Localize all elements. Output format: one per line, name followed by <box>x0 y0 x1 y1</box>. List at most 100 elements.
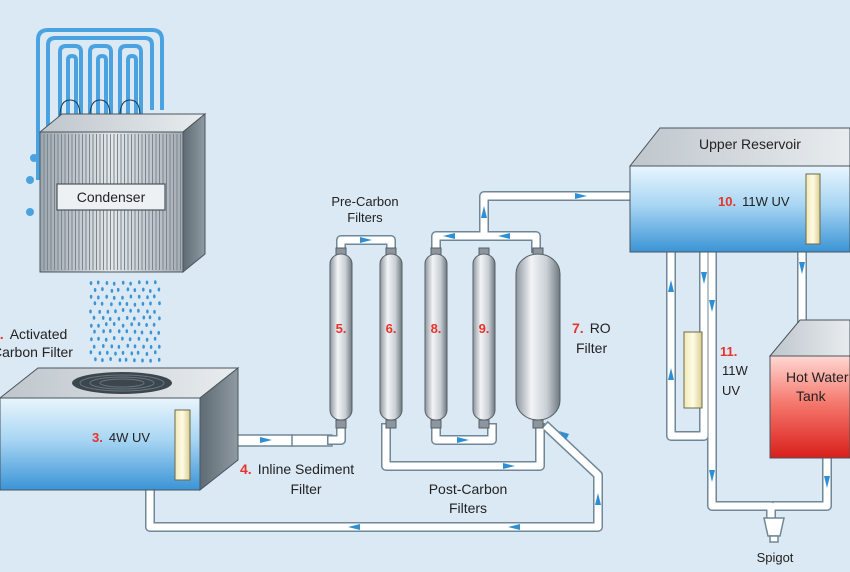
water-drop <box>153 309 156 314</box>
condenser-label: Condenser <box>77 189 146 205</box>
svg-text:Filters: Filters <box>347 210 383 225</box>
water-drop <box>90 337 93 342</box>
activated-carbon-number: 2. <box>0 326 4 342</box>
water-drop <box>114 351 117 356</box>
svg-text:2.Activated: 2.Activated <box>0 326 67 342</box>
water-drop <box>149 345 153 349</box>
flow-arrow <box>498 233 510 239</box>
water-drop <box>90 323 93 328</box>
filter-number: 8. <box>431 321 442 336</box>
svg-text:11W: 11W <box>722 363 748 378</box>
flow-arrow <box>824 476 830 488</box>
water-drop <box>109 357 112 361</box>
water-drop <box>149 330 153 335</box>
water-drop <box>128 337 132 342</box>
water-drop <box>92 344 96 349</box>
uv-lower-label: 3.4W UV <box>92 430 150 445</box>
water-drop <box>157 357 161 362</box>
water-drop <box>93 301 97 306</box>
flow-arrow <box>799 262 805 274</box>
water-drop <box>125 315 129 320</box>
water-drop <box>97 295 100 300</box>
water-drop <box>89 309 92 314</box>
filter-number: 9. <box>479 321 490 336</box>
water-drop <box>129 308 132 313</box>
water-drop <box>133 344 137 349</box>
svg-text:11.: 11. <box>720 344 737 359</box>
water-drop <box>121 280 125 285</box>
water-drop <box>145 337 149 342</box>
water-drop <box>158 344 161 349</box>
water-drop <box>158 316 161 321</box>
water-drop <box>146 295 149 300</box>
post-carbon-label: Post-Carbon Filters <box>429 481 508 516</box>
water-drop <box>154 350 157 355</box>
flow-arrow <box>508 524 520 530</box>
activated-carbon-label: 2.Activated Carbon Filter <box>0 326 73 360</box>
flow-arrow <box>260 437 272 443</box>
water-drop <box>142 344 145 349</box>
water-drop <box>125 302 129 306</box>
pre-carbon-label: Pre-Carbon Filters <box>331 194 398 225</box>
condenser-tubes <box>36 28 164 180</box>
water-drop <box>102 344 105 348</box>
flow-arrow <box>360 237 372 243</box>
water-drop <box>112 322 116 326</box>
flow-arrow <box>668 280 674 292</box>
water-drop <box>118 301 122 306</box>
water-drop <box>149 289 152 293</box>
svg-text:4.Inline Sediment: 4.Inline Sediment <box>240 461 354 477</box>
upper-reservoir: Upper Reservoir 10.11W UV <box>628 127 850 253</box>
water-drop <box>100 301 104 306</box>
water-drop <box>117 344 121 349</box>
condenser: Condenser <box>26 28 207 274</box>
lower-tank: 3.4W UV <box>0 366 240 492</box>
svg-text:Filters: Filters <box>449 500 487 516</box>
svg-text:7.RO: 7.RO <box>572 320 611 336</box>
flow-arrow <box>709 470 715 482</box>
svg-text:Filter: Filter <box>290 481 321 497</box>
svg-text:Tank: Tank <box>796 388 827 404</box>
water-drop <box>89 350 93 355</box>
water-drop <box>121 308 125 312</box>
water-drop <box>92 315 96 320</box>
spigot: Spigot <box>757 517 794 565</box>
water-drop <box>98 309 101 314</box>
water-drop <box>142 287 145 292</box>
flow-arrow <box>457 437 469 443</box>
water-drop <box>129 281 132 286</box>
filter-cylinder: 9. <box>472 247 496 429</box>
flow-arrow <box>575 193 587 199</box>
water-drop <box>152 322 156 327</box>
water-drop <box>158 301 161 306</box>
flow-arrow <box>481 206 487 218</box>
water-drop <box>133 329 137 334</box>
water-drop <box>137 322 141 327</box>
water-drop <box>110 302 113 307</box>
water-drop <box>105 281 109 285</box>
water-drop <box>104 337 108 342</box>
water-drop <box>130 351 134 356</box>
water-drop <box>154 280 157 285</box>
flow-arrow <box>348 524 360 530</box>
flow-arrow <box>595 493 601 505</box>
water-drop <box>137 336 141 341</box>
water-drop <box>118 358 122 362</box>
flow-arrow <box>559 431 569 440</box>
water-drop <box>108 317 112 321</box>
water-drop <box>106 350 109 355</box>
water-drop <box>121 323 125 328</box>
filter-number: 5. <box>336 321 347 336</box>
svg-text:UV: UV <box>722 383 740 398</box>
water-drop <box>137 308 140 313</box>
water-drop <box>121 336 124 341</box>
filter-number: 6. <box>386 321 397 336</box>
water-drop <box>136 350 140 355</box>
water-drop <box>101 287 104 292</box>
spigot-icon[interactable] <box>763 517 785 537</box>
water-drop <box>133 288 137 293</box>
inline-sediment-label: 4.Inline Sediment Filter <box>240 461 354 497</box>
flow-arrow <box>668 368 674 380</box>
water-drop <box>94 357 97 362</box>
